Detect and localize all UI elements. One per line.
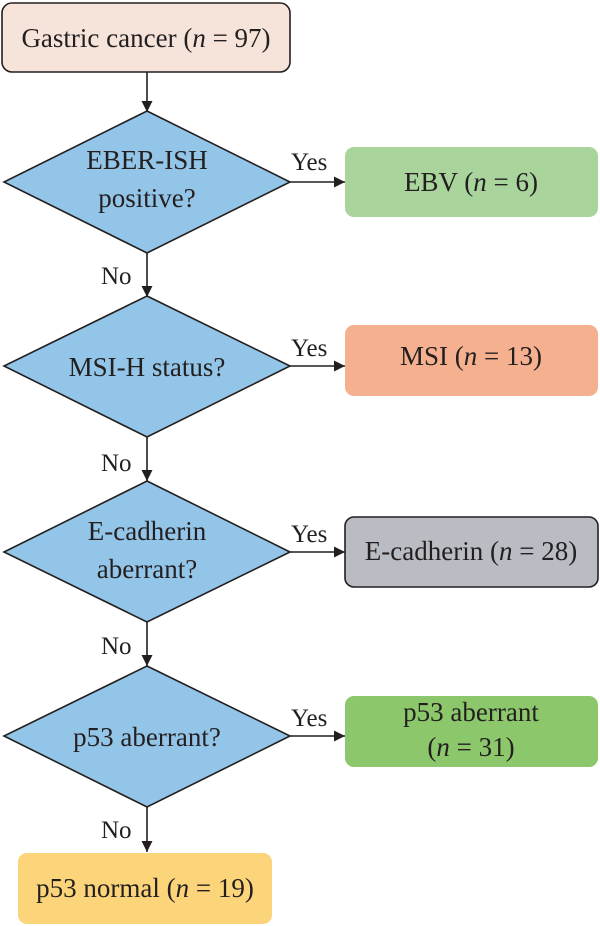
yes-label-1: Yes [291, 149, 327, 176]
outcome-node-p53-aberrant: p53 aberrant (n = 31) [345, 696, 598, 767]
outcome-label-ebv: EBV (n = 6) [404, 167, 538, 197]
outcome-label-e-cadherin: E-cadherin (n = 28) [365, 536, 577, 566]
outcome-box-e-cadherin [344, 516, 599, 588]
outcome-box-p53-aberrant [345, 696, 598, 767]
decision-node-3: E-cadherin aberrant? [2, 480, 292, 623]
decision-label-2: MSI-H status? [69, 352, 226, 382]
outcome-node-e-cadherin: E-cadherin (n = 28) [344, 516, 599, 588]
yes-label-3: Yes [291, 521, 327, 548]
decision-label-3-line-1: E-cadherin [88, 516, 207, 546]
outcome-box-ebv [345, 147, 598, 217]
no-label-1: No [101, 263, 132, 290]
decision-diamond-1 [2, 110, 292, 254]
decision-label-1-line-1: EBER-ISH [86, 145, 208, 175]
end-node: p53 normal (n = 19) [18, 853, 272, 924]
outcome-label-msi: MSI (n = 13) [400, 341, 542, 371]
decision-node-2: MSI-H status? [2, 295, 292, 438]
outcome-node-ebv: EBV (n = 6) [345, 147, 598, 217]
end-label: p53 normal (n = 19) [36, 873, 254, 903]
outcome-label-p53-aberrant-line-2: (n = 31) [427, 732, 514, 762]
outcome-label-p53-aberrant-line-1: p53 aberrant [403, 697, 539, 727]
decision-node-1: EBER-ISH positive? [2, 110, 292, 254]
outcome-box-msi [345, 325, 598, 396]
outcome-node-msi: MSI (n = 13) [345, 325, 598, 396]
no-label-3: No [101, 633, 132, 660]
yes-label-2: Yes [291, 335, 327, 362]
decision-diamond-3 [2, 480, 292, 623]
decision-label-4: p53 aberrant? [73, 722, 221, 752]
decision-label-1-line-2: positive? [98, 183, 195, 213]
no-label-4: No [101, 817, 132, 844]
end-box [18, 853, 272, 924]
decision-label-3-line-2: aberrant? [97, 554, 197, 584]
start-box [1, 2, 291, 73]
start-node: Gastric cancer (n = 97) [1, 2, 291, 73]
decision-node-4: p53 aberrant? [2, 665, 292, 808]
start-label: Gastric cancer (n = 97) [21, 23, 270, 53]
no-label-2: No [101, 450, 132, 477]
yes-label-4: Yes [291, 705, 327, 732]
